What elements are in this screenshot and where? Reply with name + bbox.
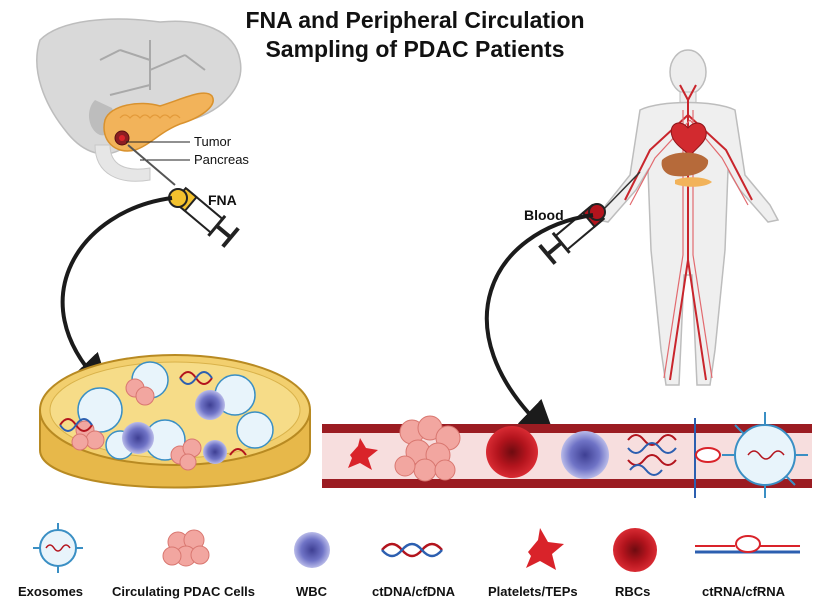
fna-to-dish-arrow [60, 196, 173, 395]
duodenum-shape [94, 144, 151, 182]
liver-shape [36, 18, 242, 155]
legend-label-platelets: Platelets/TEPs [488, 584, 578, 599]
legend-icon-rbc [613, 528, 657, 572]
vessel-exosome [722, 412, 808, 498]
legend-label-ctrna: ctRNA/cfRNA [702, 584, 786, 599]
liver-pancreas-illustration [36, 18, 242, 182]
vessel-pdac-cluster [394, 415, 461, 482]
legend-icon-dna [381, 542, 443, 558]
legend-icon-rna [695, 535, 800, 554]
blood-vessel [322, 412, 812, 498]
vessel-wbc [561, 431, 609, 479]
legend-label-rbcs: RBCs [615, 584, 651, 599]
legend-label-pdac-cells: Circulating PDAC Cells [112, 584, 256, 599]
body-pancreas [675, 177, 712, 187]
blood-draw-line [602, 171, 641, 211]
fna-label: FNA [208, 192, 237, 208]
blood-label: Blood [524, 207, 564, 223]
liver-vessels [99, 40, 206, 96]
legend-label-ctdna: ctDNA/cfDNA [372, 584, 456, 599]
pancreas-label: Pancreas [194, 152, 249, 167]
legend-label-exosomes: Exosomes [18, 584, 84, 599]
dish-pdac-cells [71, 378, 202, 471]
dish-wbcs [122, 390, 227, 464]
vessel-platelet [348, 438, 378, 470]
legend-icon-exosome [33, 523, 83, 573]
petri-dish [39, 354, 311, 489]
tumor-label: Tumor [194, 134, 232, 149]
title-line-2: Sampling of PDAC Patients [265, 36, 565, 62]
pancreas-texture [119, 114, 181, 119]
diagram-title: FNA and Peripheral Circulation Sampling … [200, 6, 630, 64]
fna-syringe [127, 144, 240, 248]
legend-icon-pdac-cells [162, 529, 210, 567]
body-liver [661, 152, 709, 177]
vessel-ctrna [694, 418, 721, 498]
human-body-illustration [596, 49, 780, 386]
vessel-rbc [486, 426, 538, 478]
head [669, 49, 707, 95]
legend-label-wbc: WBC [296, 584, 328, 599]
blood-to-vessel-arrow [484, 213, 594, 442]
legend-icon-wbc [294, 532, 330, 568]
title-line-1: FNA and Peripheral Circulation [245, 7, 585, 33]
veins [629, 110, 749, 379]
legend-icon-platelet [526, 528, 564, 570]
pancreas-shape [103, 92, 214, 152]
